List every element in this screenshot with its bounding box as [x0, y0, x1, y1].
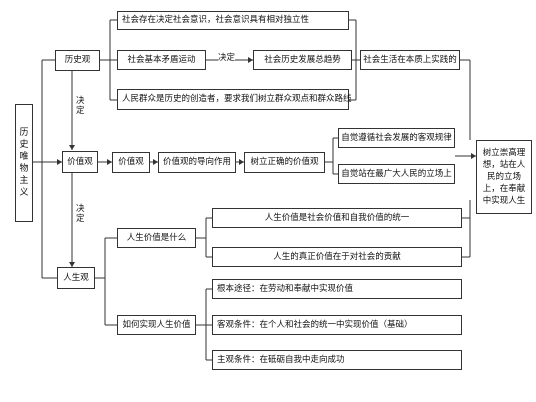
- life-what-node: 人生价值是什么: [117, 228, 196, 248]
- value-item-1: 价值观: [112, 152, 150, 173]
- edge-label-decide-2: 决定: [76, 204, 86, 224]
- history-item-2: 社会基本矛盾运动: [117, 50, 206, 70]
- life-what-2: 人生的真正价值在于对社会的贡献: [212, 247, 462, 267]
- life-how-1: 根本途径：在劳动和奉献中实现价值: [212, 279, 462, 299]
- life-how-2: 客观条件：在个人和社会的统一中实现价值（基础）: [212, 315, 462, 335]
- value-sub-1: 自觉遵循社会发展的客观规律: [338, 128, 455, 148]
- edge-label-decide-mid: 决定: [218, 53, 236, 63]
- conclusion-node: 树立崇高理想，站在人民的立场上，在奉献中实现人生: [476, 140, 532, 214]
- life-how-node: 如何实现人生价值: [117, 315, 196, 335]
- edge-label-decide-1: 决定: [76, 96, 86, 116]
- value-view-node: 价值观: [62, 151, 98, 173]
- value-item-2: 价值观的导向作用: [158, 152, 236, 173]
- history-view-node: 历史观: [55, 50, 100, 71]
- value-sub-2: 自觉站在最广大人民的立场上: [338, 164, 455, 184]
- history-item-4: 人民群众是历史的创造者，要求我们树立群众观点和群众路线: [117, 89, 352, 110]
- life-view-node: 人生观: [57, 267, 95, 289]
- history-result: 社会生活在本质上实践的: [360, 50, 460, 70]
- history-item-1: 社会存在决定社会意识，社会意识具有相对独立性: [117, 11, 349, 30]
- root-node: 历史唯物主义: [15, 104, 33, 222]
- life-how-3: 主观条件：在砥砺自我中走向成功: [212, 350, 462, 370]
- history-item-3: 社会历史发展总趋势: [253, 50, 352, 70]
- life-what-1: 人生价值是社会价值和自我价值的统一: [212, 208, 462, 228]
- value-item-3: 树立正确的价值观: [244, 152, 325, 173]
